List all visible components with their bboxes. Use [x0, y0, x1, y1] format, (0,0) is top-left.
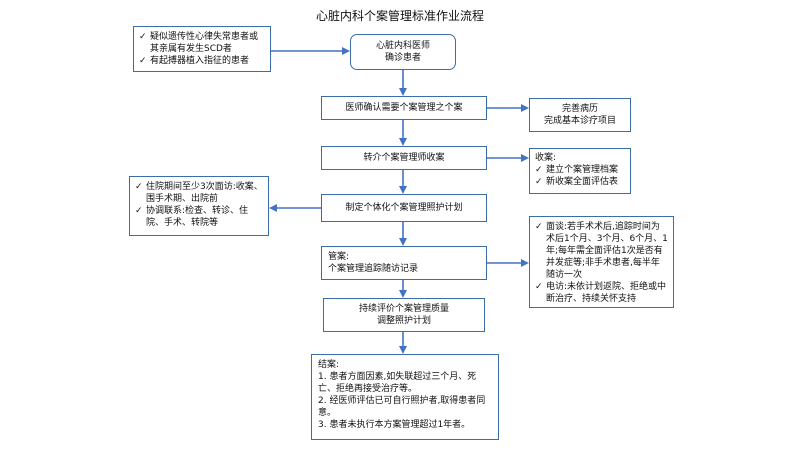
intake-heading: 收案:: [535, 153, 557, 163]
close-box: 结案: 1. 患者方面因素,如失联超过三个月、死亡、拒绝再接受治疗等。 2. 经…: [311, 354, 499, 440]
check-icon: ✓: [135, 182, 143, 192]
complete-records-line1: 完善病历: [561, 104, 598, 114]
close-item-1: 1. 患者方面因素,如失联超过三个月、死亡、拒绝再接受治疗等。: [318, 372, 477, 394]
close-item-3: 3. 患者未执行本方案管理超过1年者。: [318, 420, 471, 430]
list-item: ✓住院期间至少3次面访:收案、围手术期、出院前: [135, 182, 263, 204]
close-item-2: 2. 经医师评估已可自行照护者,取得患者同意。: [318, 396, 486, 418]
complete-records-box: 完善病历 完成基本诊疗项目: [529, 98, 631, 132]
refer-box: 转介个案管理师收案: [321, 146, 487, 170]
diagnose-line2: 确诊患者: [384, 53, 421, 63]
suspect-patients-box: ✓疑似遗传性心律失常患者或其亲属有发生SCD者 ✓有起搏器植入指征的患者: [133, 26, 271, 72]
confirm-need-label: 医师确认需要个案管理之个案: [345, 103, 463, 113]
complete-records-line2: 完成基本诊疗项目: [543, 116, 616, 126]
check-icon: ✓: [139, 32, 147, 42]
check-icon: ✓: [135, 206, 143, 216]
manage-box: 管案: 个案管理追踪随访记录: [321, 246, 487, 280]
evaluate-box: 持续评价个案管理质量 调整照护计划: [323, 298, 485, 332]
check-icon: ✓: [139, 56, 147, 66]
list-item: ✓协调联系:检查、转诊、住院、手术、转院等: [135, 206, 249, 228]
intake-box: 收案: ✓建立个案管理档案 ✓新收案全面评估表: [529, 148, 631, 194]
evaluate-line1: 持续评价个案管理质量: [358, 304, 449, 314]
check-icon: ✓: [535, 165, 543, 175]
close-heading: 结案:: [318, 360, 340, 370]
diagnose-line1: 心脏内科医师: [375, 41, 430, 51]
confirm-need-box: 医师确认需要个案管理之个案: [321, 96, 487, 120]
evaluate-line2: 调整照护计划: [376, 316, 431, 326]
page-title: 心脏内科个案管理标准作业流程: [315, 9, 484, 23]
diagnose-box: 心脏内科医师 确诊患者: [350, 34, 456, 70]
check-icon: ✓: [535, 282, 543, 292]
list-item: ✓面谈:若手术术后,追踪时间为术后1个月、3个月、6个月、1年;每年需全面评估1…: [535, 222, 668, 280]
list-item: ✓有起搏器植入指征的患者: [139, 56, 250, 66]
interviews-box: ✓住院期间至少3次面访:收案、围手术期、出院前 ✓协调联系:检查、转诊、住院、手…: [129, 176, 269, 236]
manage-line1: 管案:: [328, 252, 350, 262]
list-item: ✓新收案全面评估表: [535, 177, 619, 187]
refer-label: 转介个案管理师收案: [363, 153, 445, 163]
list-item: ✓电访:未依计划返院、拒绝或中断治疗、持续关怀支持: [535, 282, 667, 304]
manage-line2: 个案管理追踪随访记录: [328, 264, 419, 274]
list-item: ✓建立个案管理档案: [535, 165, 619, 175]
list-item: ✓疑似遗传性心律失常患者或其亲属有发生SCD者: [139, 32, 259, 54]
plan-box: 制定个体化个案管理照护计划: [321, 194, 487, 222]
followup-detail-box: ✓面谈:若手术术后,追踪时间为术后1个月、3个月、6个月、1年;每年需全面评估1…: [529, 216, 674, 308]
check-icon: ✓: [535, 222, 543, 232]
plan-label: 制定个体化个案管理照护计划: [345, 203, 463, 213]
check-icon: ✓: [535, 177, 543, 187]
